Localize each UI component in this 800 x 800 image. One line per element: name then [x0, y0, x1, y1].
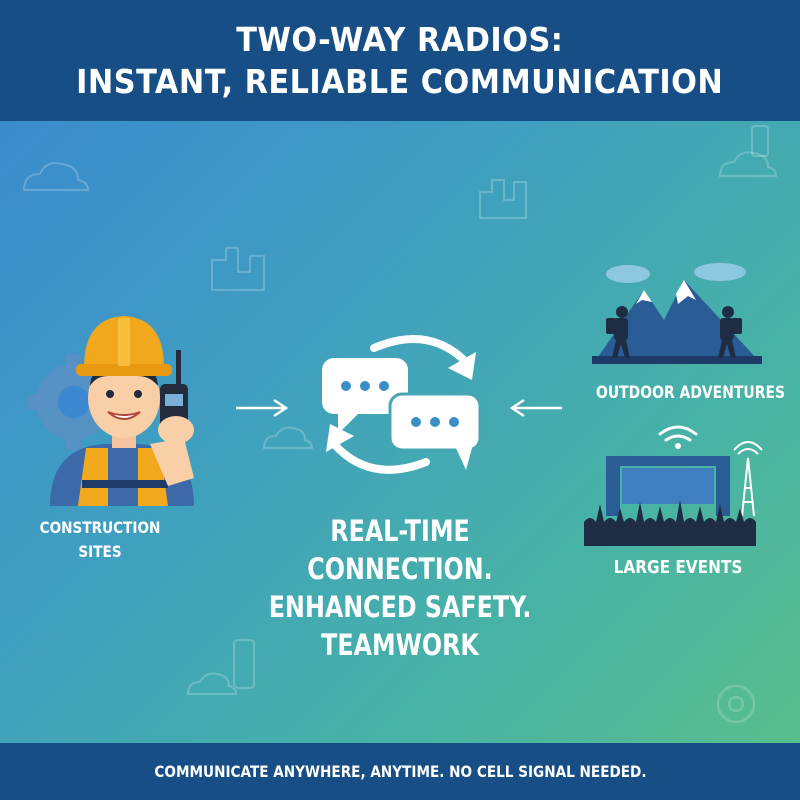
cloud-icon — [186, 672, 238, 695]
gear-icon — [717, 685, 755, 723]
hiker-icon — [718, 306, 742, 358]
sync-arrows-icon — [330, 335, 472, 474]
buildings-icon — [479, 179, 527, 219]
footer-banner: COMMUNICATE ANYWHERE, ANYTIME. NO CELL S… — [0, 743, 800, 800]
cloud-icon — [606, 265, 650, 283]
cloud-icon — [262, 426, 314, 449]
construction-sites-label: CONSTRUCTION SITES — [32, 516, 168, 564]
center-line-4: TEAMWORK — [321, 628, 479, 662]
stage-icon — [606, 456, 730, 516]
footer-tagline: COMMUNICATE ANYWHERE, ANYTIME. NO CELL S… — [153, 762, 647, 781]
wifi-icon — [658, 425, 698, 442]
walkie-talkie-icon — [233, 639, 255, 689]
radio-tower-icon — [733, 441, 763, 517]
center-tagline: REAL-TIME CONNECTION. ENHANCED SAFETY. T… — [240, 512, 560, 664]
construction-label-line-1: CONSTRUCTION — [39, 518, 161, 537]
center-line-3: ENHANCED SAFETY. — [268, 590, 532, 624]
title-line-2: INSTANT, RELIABLE COMMUNICATION — [76, 61, 724, 101]
title-line-1: TWO-WAY RADIOS: — [236, 19, 564, 59]
crowd-icon — [584, 500, 756, 546]
outdoor-adventures-illustration — [592, 263, 762, 364]
large-events-illustration — [584, 425, 763, 546]
arrow-right-icon — [236, 398, 289, 418]
chat-bubble-icon — [322, 358, 408, 434]
header-banner: TWO-WAY RADIOS: INSTANT, RELIABLE COMMUN… — [0, 0, 800, 121]
buildings-icon — [211, 247, 265, 291]
chat-sync-illustration — [322, 335, 482, 474]
construction-label-line-2: SITES — [78, 542, 122, 561]
mountain-icon — [596, 280, 758, 360]
walkie-talkie-icon — [751, 125, 769, 157]
large-events-label: LARGE EVENTS — [613, 557, 743, 578]
center-line-1: REAL-TIME — [330, 514, 470, 548]
cloud-icon — [22, 162, 90, 191]
center-line-2: CONNECTION. — [307, 552, 493, 586]
construction-worker-illustration — [28, 316, 194, 506]
hiker-icon — [606, 306, 630, 358]
cloud-icon — [718, 151, 778, 177]
arrow-left-icon — [509, 398, 562, 418]
chat-bubble-icon — [388, 392, 482, 470]
outdoor-adventures-label: OUTDOOR ADVENTURES — [596, 383, 786, 403]
